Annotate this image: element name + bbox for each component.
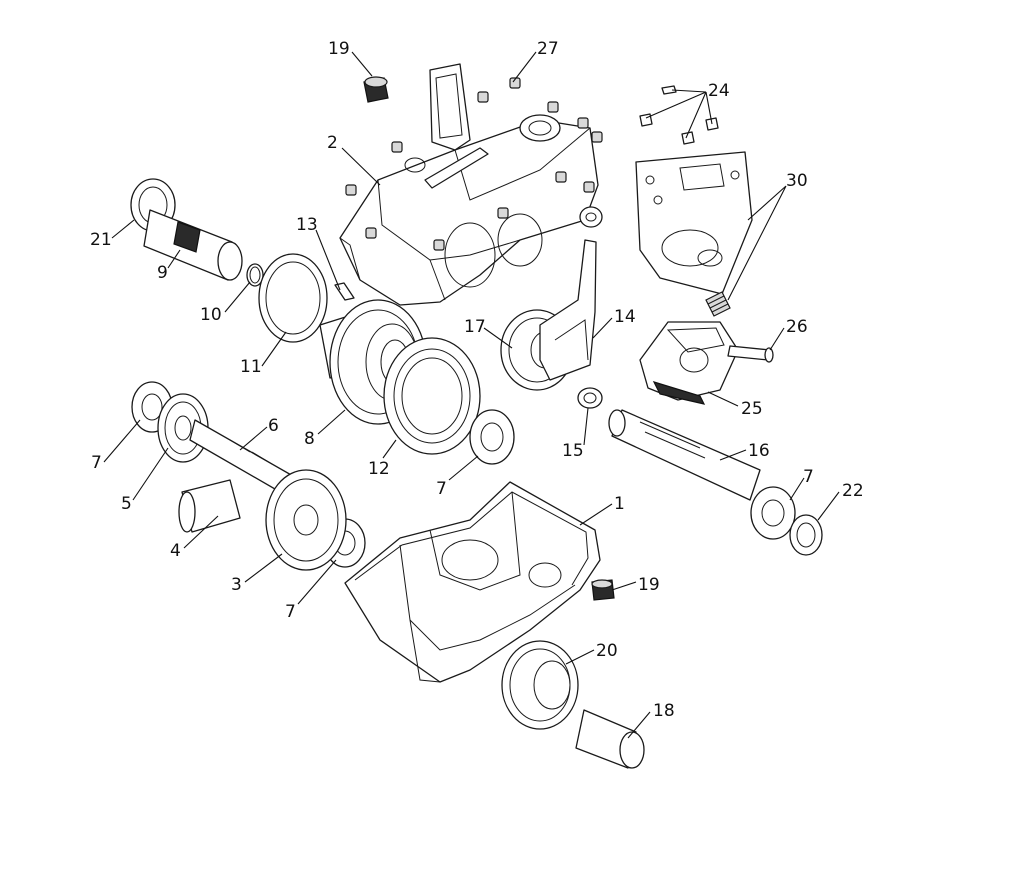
breather-plug-top	[363, 76, 389, 103]
callout-22: 22	[842, 481, 864, 501]
callout-11: 11	[240, 357, 262, 377]
callout-26: 26	[786, 317, 808, 337]
seal-22	[789, 514, 823, 556]
callout-20: 20	[596, 641, 618, 661]
shift-cam-25	[639, 321, 739, 405]
callout-3: 3	[231, 575, 242, 595]
callout-15: 15	[562, 441, 584, 461]
callout-6: 6	[268, 416, 279, 436]
callout-19-top: 19	[328, 39, 350, 59]
callout-7-left: 7	[91, 453, 102, 473]
shift-plate-30	[635, 151, 753, 295]
cylinder-18	[575, 709, 645, 769]
callout-25: 25	[741, 399, 763, 419]
callout-24: 24	[708, 81, 730, 101]
gear-3	[265, 469, 347, 571]
callout-19-bottom: 19	[638, 575, 660, 595]
output-shaft-16	[608, 409, 761, 501]
callout-1: 1	[614, 494, 625, 514]
callout-21: 21	[90, 230, 112, 250]
gear-20	[501, 640, 579, 730]
callout-17: 17	[464, 317, 486, 337]
pin-13	[334, 282, 355, 301]
leader-lines	[103, 51, 840, 739]
input-shaft-9	[143, 209, 243, 281]
callout-7-right: 7	[803, 467, 814, 487]
callout-14: 14	[614, 307, 636, 327]
pin-26	[727, 345, 774, 363]
o-ring-10	[246, 263, 264, 287]
round-plug	[579, 206, 603, 228]
callout-16: 16	[748, 441, 770, 461]
cylinder-4	[178, 479, 241, 533]
spring-30	[705, 291, 731, 317]
callout-labels: 19 27 24 2 30 21 13 9 10 17 14 26 11 25 …	[90, 39, 864, 721]
callout-13: 13	[296, 215, 318, 235]
callout-5: 5	[121, 494, 132, 514]
callout-9: 9	[157, 263, 168, 283]
bearing-7-center	[469, 409, 515, 465]
gear-5	[157, 393, 209, 463]
callout-7-center: 7	[436, 479, 447, 499]
upper-housing-cover	[339, 63, 603, 306]
bearing-race-12	[383, 337, 481, 455]
callout-8: 8	[304, 429, 315, 449]
lower-housing	[344, 481, 601, 683]
bearing-7-right	[750, 486, 796, 540]
callout-30: 30	[786, 171, 808, 191]
drain-plug-bottom	[591, 579, 615, 601]
seal-ring-11	[258, 253, 328, 343]
callout-18: 18	[653, 701, 675, 721]
shift-fork-14	[539, 239, 597, 381]
callout-4: 4	[170, 541, 181, 561]
callout-7-lower: 7	[285, 602, 296, 622]
callout-2: 2	[327, 133, 338, 153]
detent-plug-15	[577, 387, 603, 409]
callout-12: 12	[368, 459, 390, 479]
callout-10: 10	[200, 305, 222, 325]
callout-27: 27	[537, 39, 559, 59]
